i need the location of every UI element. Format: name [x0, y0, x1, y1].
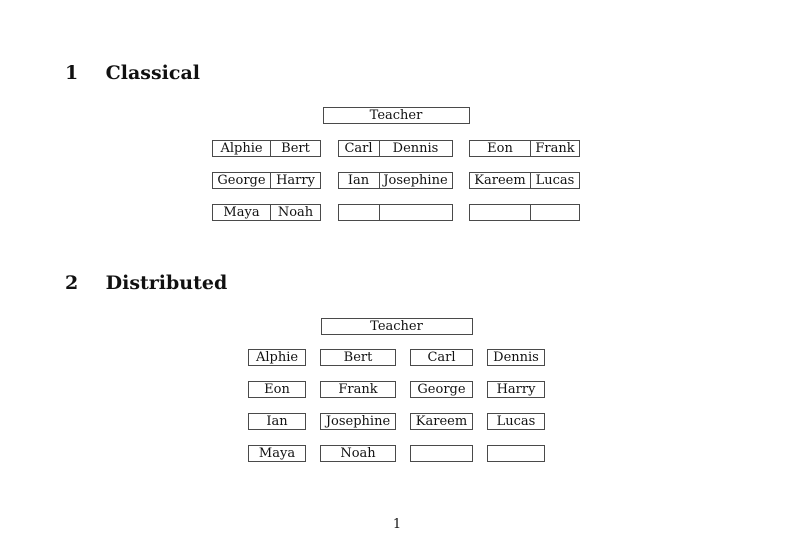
- desk-row: Alphie Bert Carl Dennis: [248, 349, 545, 366]
- desk-empty: [410, 445, 473, 462]
- desk: Ian: [248, 413, 306, 430]
- desk: Maya: [248, 445, 306, 462]
- section-title: Distributed: [105, 272, 228, 294]
- teacher-box: Teacher: [320, 318, 473, 335]
- seat: [380, 205, 452, 220]
- section-number: 1: [65, 62, 79, 84]
- desk-row: Maya Noah: [212, 204, 580, 221]
- desk: Alphie: [248, 349, 306, 366]
- desk: Noah: [320, 445, 396, 462]
- desk: Dennis: [487, 349, 545, 366]
- section-heading-distributed: 2 Distributed: [65, 272, 227, 294]
- desk: George Harry: [212, 172, 321, 189]
- desk: Carl: [410, 349, 473, 366]
- desk-row: Eon Frank George Harry: [248, 381, 545, 398]
- seat: Carl: [339, 141, 380, 156]
- teacher-box: Teacher: [322, 107, 470, 124]
- seat: Dennis: [392, 141, 439, 156]
- desk: Maya Noah: [212, 204, 321, 221]
- teacher-label: Teacher: [369, 108, 423, 123]
- desk: Kareem Lucas: [469, 172, 580, 189]
- classical-seating-diagram: Teacher Alphie Bert Carl Dennis Eon Fran…: [212, 107, 580, 221]
- section-heading-classical: 1 Classical: [65, 62, 200, 84]
- seat: [531, 205, 579, 220]
- desk: Ian Josephine: [337, 172, 453, 189]
- seat: George: [213, 173, 271, 188]
- desk: George: [410, 381, 473, 398]
- seat: Noah: [277, 205, 314, 220]
- desk-row: Maya Noah: [248, 445, 545, 462]
- desk: Harry: [487, 381, 545, 398]
- seat: [339, 205, 380, 220]
- desk-row: Alphie Bert Carl Dennis Eon Frank: [212, 140, 580, 157]
- desk: Lucas: [487, 413, 545, 430]
- desk: Alphie Bert: [212, 140, 321, 157]
- seat: Harry: [276, 173, 315, 188]
- seat: [470, 205, 531, 220]
- desk: Bert: [320, 349, 396, 366]
- seat: Lucas: [535, 173, 575, 188]
- seat: Kareem: [470, 173, 531, 188]
- desk-row: George Harry Ian Josephine Kareem Lucas: [212, 172, 580, 189]
- desk: Eon: [248, 381, 306, 398]
- seat: Maya: [213, 205, 271, 220]
- desk-empty: [469, 204, 580, 221]
- seat: Ian: [339, 173, 380, 188]
- desk: Eon Frank: [469, 140, 580, 157]
- desk: Carl Dennis: [337, 140, 453, 157]
- desk-row: Ian Josephine Kareem Lucas: [248, 413, 545, 430]
- teacher-label: Teacher: [370, 319, 423, 334]
- desk-empty: [337, 204, 453, 221]
- section-number: 2: [65, 272, 79, 294]
- seat: Josephine: [383, 173, 448, 188]
- seat: Alphie: [213, 141, 271, 156]
- desk-empty: [487, 445, 545, 462]
- seat: Bert: [281, 141, 310, 156]
- distributed-seating-diagram: Teacher Alphie Bert Carl Dennis Eon Fran…: [248, 318, 545, 462]
- seat: Eon: [470, 141, 531, 156]
- desk: Frank: [320, 381, 396, 398]
- section-title: Classical: [105, 62, 200, 84]
- desk: Kareem: [410, 413, 473, 430]
- page-number: 1: [392, 517, 402, 532]
- seat: Frank: [535, 141, 575, 156]
- desk: Josephine: [320, 413, 396, 430]
